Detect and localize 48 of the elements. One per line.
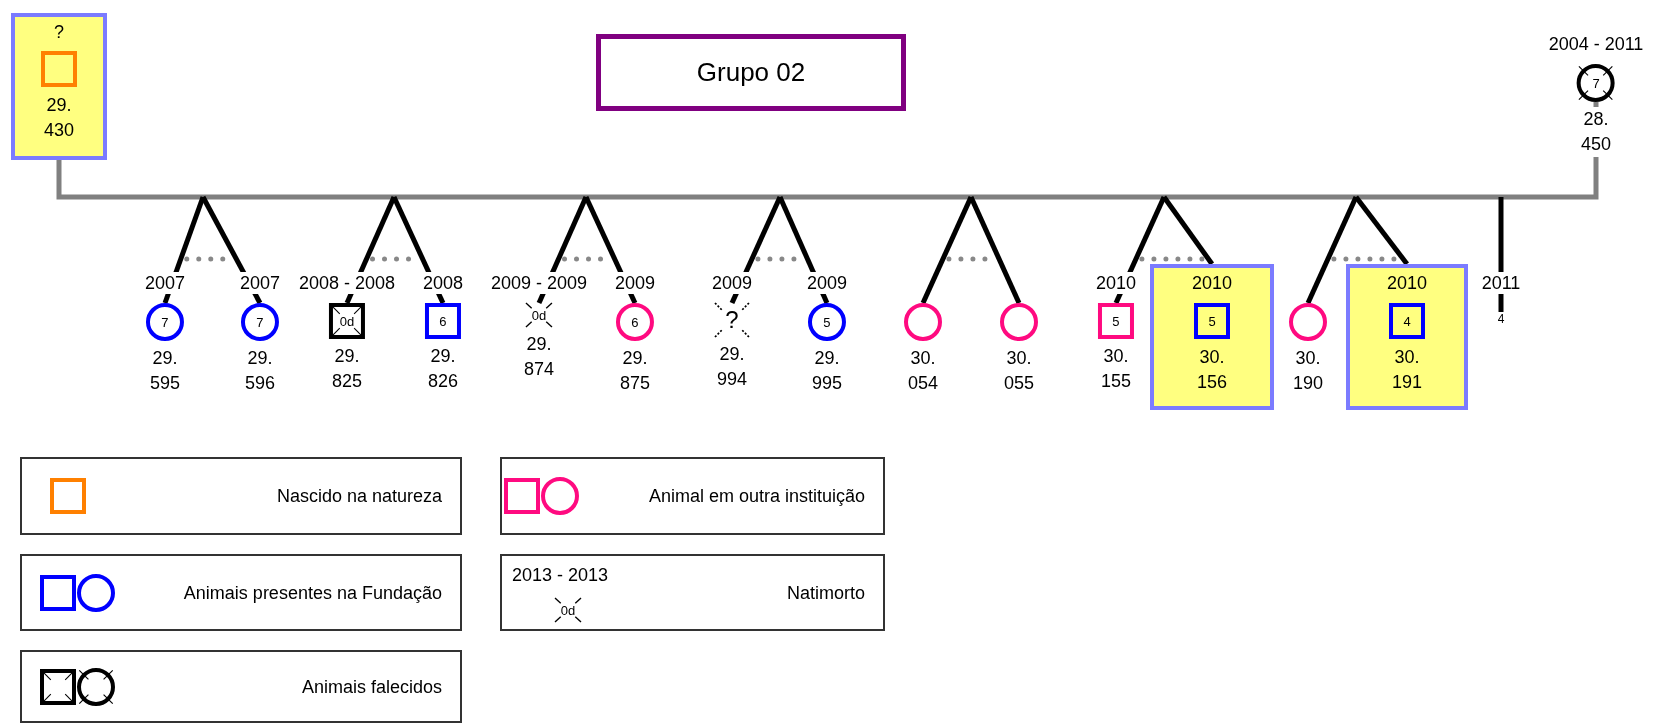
year-label: 2007 — [145, 272, 185, 294]
highlight-card — [11, 13, 107, 160]
year-label: 2011 — [1481, 272, 1521, 294]
year-label: ? — [54, 21, 64, 43]
legend-label: Animais presentes na Fundação — [183, 582, 442, 603]
legend-label: Animais falecidos — [301, 676, 442, 697]
square-symbol: 6 — [425, 303, 461, 339]
highlight-card — [1346, 264, 1468, 410]
circle-symbol — [1289, 303, 1327, 341]
year-label: 2013 - 2013 — [512, 565, 609, 586]
square-symbol: 4 — [1389, 303, 1425, 339]
legend-label: Natimorto — [786, 582, 865, 603]
circle-symbol: 5 — [808, 303, 846, 341]
id-label: 30. 191 — [1392, 346, 1422, 394]
descent-line — [968, 195, 1022, 305]
square-symbol: 5 — [1098, 303, 1134, 339]
descent-line — [920, 195, 974, 305]
id-label: 28. 450 — [1581, 107, 1611, 157]
deceased-circle-symbol: 7 — [1577, 64, 1615, 102]
year-label: 2009 — [807, 272, 847, 294]
year-label: 2007 — [240, 272, 280, 294]
square-symbol — [41, 51, 77, 87]
legend-label: Animal em outra instituição — [648, 485, 865, 507]
highlight-card — [1150, 264, 1274, 410]
circle-symbol: 7 — [146, 303, 184, 341]
year-label: 2009 - 2009 — [490, 272, 588, 294]
legend-label: Nascido na natureza — [276, 485, 442, 507]
year-label: 2008 — [423, 272, 463, 294]
count-label: 4 — [1497, 312, 1505, 326]
descent-line — [1161, 195, 1215, 266]
circle-symbol: 6 — [616, 303, 654, 341]
year-label: 2010 — [1191, 272, 1232, 294]
year-label: 2009 — [712, 272, 752, 294]
circle-symbol — [904, 303, 942, 341]
group-title-box: Grupo 02 — [596, 34, 906, 111]
year-label: 2009 — [615, 272, 655, 294]
id-label: 30. 156 — [1197, 346, 1227, 394]
circle-symbol — [1000, 303, 1038, 341]
circle-symbol: 7 — [241, 303, 279, 341]
descent-line — [1305, 195, 1359, 305]
descent-line — [1354, 195, 1409, 266]
square-symbol: 5 — [1194, 303, 1230, 339]
year-label: 2010 — [1096, 272, 1136, 294]
deceased-square-symbol: 0d — [329, 303, 365, 339]
year-label: 2008 - 2008 — [298, 272, 396, 294]
year-label: 2010 — [1386, 272, 1427, 294]
mating-line — [56, 102, 1599, 200]
id-label: 29. 430 — [44, 94, 74, 142]
